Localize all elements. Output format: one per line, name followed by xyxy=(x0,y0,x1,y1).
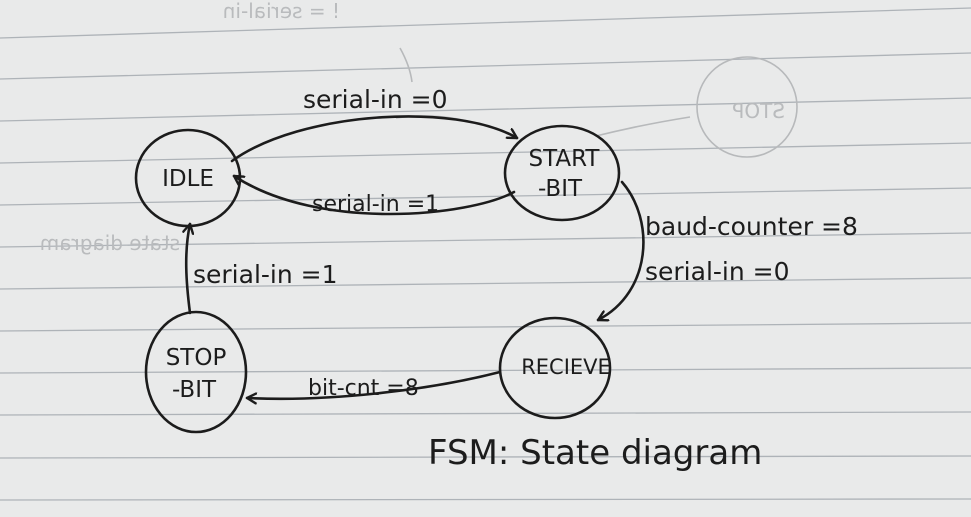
state-receive-circle xyxy=(498,316,612,420)
state-receive-label: RECIEVE xyxy=(521,355,611,379)
transition-idle-to-start-arrow xyxy=(230,115,519,163)
transition-start-to-idle-arrow xyxy=(232,174,516,216)
show-through-marks: STOP state diagram ! = serial-in xyxy=(40,0,798,255)
transition-start-to-receive-label-line2: serial-in =0 xyxy=(645,257,790,286)
transition-start-to-idle-label: serial-in =1 xyxy=(312,192,439,217)
state-idle-label: IDLE xyxy=(162,166,214,192)
svg-text:state diagram: state diagram xyxy=(40,231,180,255)
state-start-bit-circle xyxy=(503,124,621,222)
transition-receive-to-stop-label: bit-cnt =8 xyxy=(308,376,419,401)
transition-start-to-receive-label-line1: baud-counter =8 xyxy=(645,212,858,241)
svg-text:STOP: STOP xyxy=(732,99,785,123)
svg-text:! = serial-in: ! = serial-in xyxy=(223,0,340,23)
state-stop-bit-label-line1: STOP xyxy=(166,345,227,371)
transition-stop-to-idle-arrow xyxy=(186,222,190,315)
state-start-bit-label-line2: -BIT xyxy=(538,176,583,202)
state-stop-bit-label-line2: -BIT xyxy=(172,377,217,403)
diagram-title: FSM: State diagram xyxy=(428,433,762,473)
transition-start-to-receive-arrow xyxy=(596,180,645,320)
state-start-bit-label-line1: START xyxy=(529,146,601,172)
transition-idle-to-start-label: serial-in =0 xyxy=(303,85,448,114)
transition-receive-to-stop-arrow xyxy=(245,370,502,399)
ruled-lines xyxy=(0,7,971,501)
transition-stop-to-idle-label: serial-in =1 xyxy=(193,260,338,289)
state-stop-bit-circle xyxy=(144,310,248,434)
